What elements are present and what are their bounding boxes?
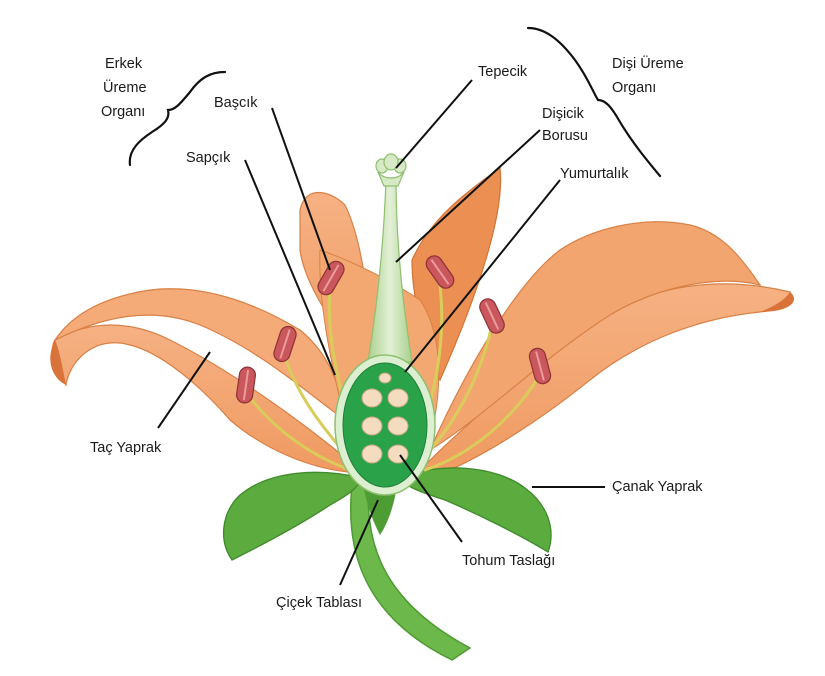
pistil-stigma bbox=[375, 153, 407, 187]
label-receptacle: Çiçek Tablası bbox=[276, 595, 362, 611]
labels: Erkek Üreme Organı Dişi Üreme Organı Baş… bbox=[90, 54, 703, 611]
stem bbox=[349, 469, 472, 661]
label-female-2: Organı bbox=[612, 80, 656, 96]
label-filament: Sapçık bbox=[186, 150, 231, 166]
sepal-left bbox=[222, 471, 363, 561]
label-male-3: Organı bbox=[101, 104, 145, 120]
pistil-style bbox=[367, 177, 413, 363]
label-petal: Taç Yaprak bbox=[90, 440, 162, 456]
leader-lines bbox=[157, 79, 605, 586]
petal-right-upper bbox=[428, 221, 762, 452]
label-male-2: Üreme bbox=[103, 78, 147, 96]
female-organ-bracket bbox=[526, 26, 662, 178]
label-stigma: Tepecik bbox=[478, 64, 528, 80]
label-style-1: Dişicik bbox=[542, 106, 585, 122]
ovules bbox=[361, 372, 409, 464]
anthers bbox=[236, 255, 552, 404]
label-female-1: Dişi Üreme bbox=[612, 54, 684, 72]
sepal-right bbox=[396, 467, 552, 553]
label-ovule: Tohum Taslağı bbox=[462, 553, 555, 569]
petal-left-tip bbox=[50, 340, 66, 385]
male-organ-bracket bbox=[128, 70, 227, 167]
petal-right-tip bbox=[760, 292, 795, 312]
label-anther: Başcık bbox=[214, 95, 258, 111]
label-male-1: Erkek bbox=[105, 56, 143, 72]
label-ovary: Yumurtalık bbox=[560, 166, 629, 182]
petal-left-fold bbox=[53, 288, 346, 422]
label-style-2: Borusu bbox=[542, 128, 588, 144]
label-sepal: Çanak Yaprak bbox=[612, 479, 703, 495]
